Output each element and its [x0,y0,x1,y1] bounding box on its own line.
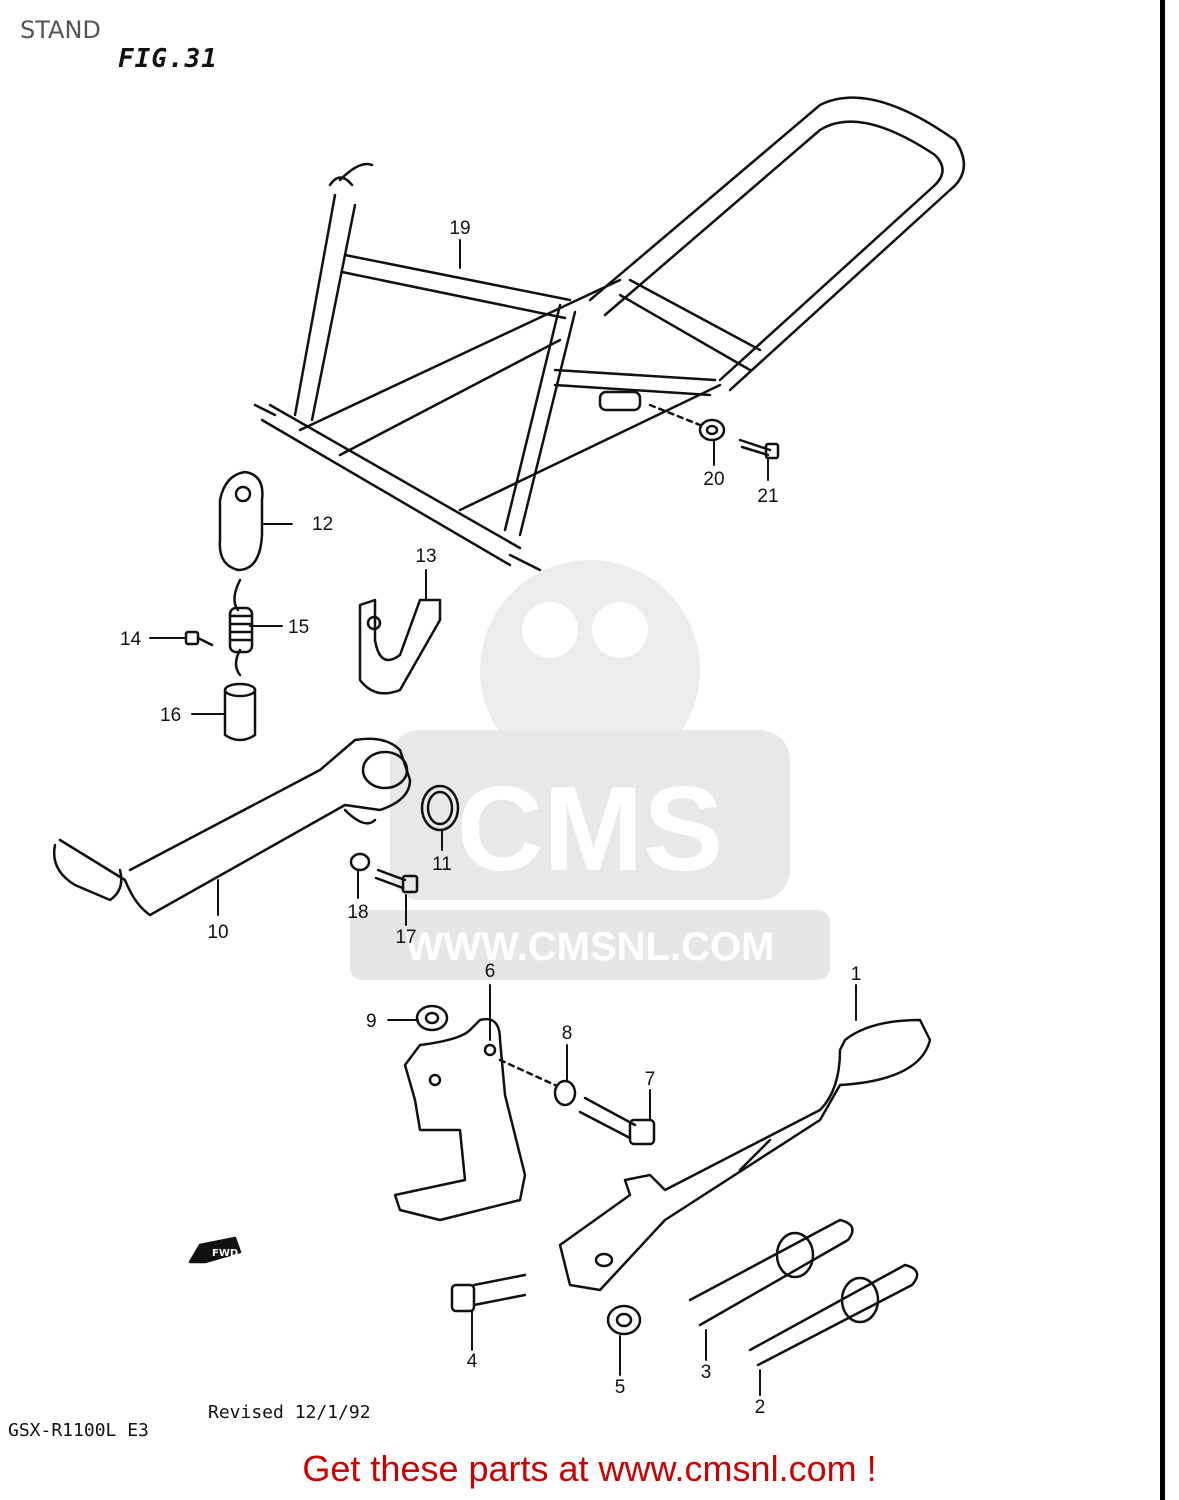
callout-15: 15 [288,617,309,638]
part-11-ring [420,784,460,832]
callout-6: 6 [485,961,496,982]
callout-19: 19 [449,218,470,239]
callout-14: 14 [120,629,142,650]
callout-16: 16 [160,705,181,726]
part-10-pedal-lever [52,737,412,917]
assembly-line-20 [648,403,702,427]
watermark-url-band [350,910,830,980]
watermark-logo: CMS WWW.CMSNL.COM [350,560,830,980]
part-20-bushing [698,418,726,442]
callout-11: 11 [432,854,452,875]
callout-21: 21 [757,486,778,507]
part-19-main-stand-frame [253,96,965,572]
part-3-spring [688,1218,854,1327]
part-15-spring [228,578,254,677]
watermark-goggle-left [522,602,578,658]
watermark-goggle-right [592,602,648,658]
part-9-nut [415,1004,449,1032]
part-14-bolt [184,630,214,647]
callout-4: 4 [467,1351,478,1372]
page-border [1160,0,1165,1500]
watermark-logo-text: CMS [457,762,724,896]
part-6-plate-bracket [393,1017,527,1222]
callout-8: 8 [562,1023,573,1044]
watermark-badge [390,730,790,900]
part-5-nut [606,1304,642,1336]
callout-20: 20 [703,469,724,490]
callout-7: 7 [645,1069,656,1090]
page-title: STAND [20,16,101,44]
callout-18: 18 [347,902,368,923]
callout-3: 3 [701,1362,712,1383]
forward-arrow-label: FWD [212,1248,238,1259]
part-4-pivot-bolt [450,1273,527,1313]
leader-lines [149,239,857,1396]
callout-12: 12 [312,514,333,535]
callout-1: 1 [851,964,862,985]
assembly-line-7 [498,1058,557,1087]
part-13-guard [358,598,442,695]
part-16-collar [223,682,257,742]
watermark-url-text: WWW.CMSNL.COM [406,925,775,969]
callout-5: 5 [615,1377,626,1398]
callout-13: 13 [415,546,436,567]
part-18-nut [349,852,371,872]
model-code: GSX-R1100L E3 [8,1420,149,1441]
revised-date: Revised 12/1/92 [208,1402,371,1423]
part-7-bolt [578,1096,656,1146]
callout-9: 9 [366,1011,377,1032]
part-8-washer [553,1079,577,1107]
figure-label: FIG.31 [118,44,218,74]
callout-10: 10 [207,922,228,943]
part-17-bolt [374,868,419,894]
part-2-spring [748,1263,919,1367]
part-21-bolt [738,438,780,460]
callout-17: 17 [395,927,416,948]
forward-arrow: FWD [188,1236,242,1264]
callout-2: 2 [755,1397,766,1418]
footer-parts-link[interactable]: Get these parts at www.cmsnl.com ! [302,1448,877,1489]
part-1-side-stand [558,1018,932,1292]
part-12-bracket [218,470,264,572]
